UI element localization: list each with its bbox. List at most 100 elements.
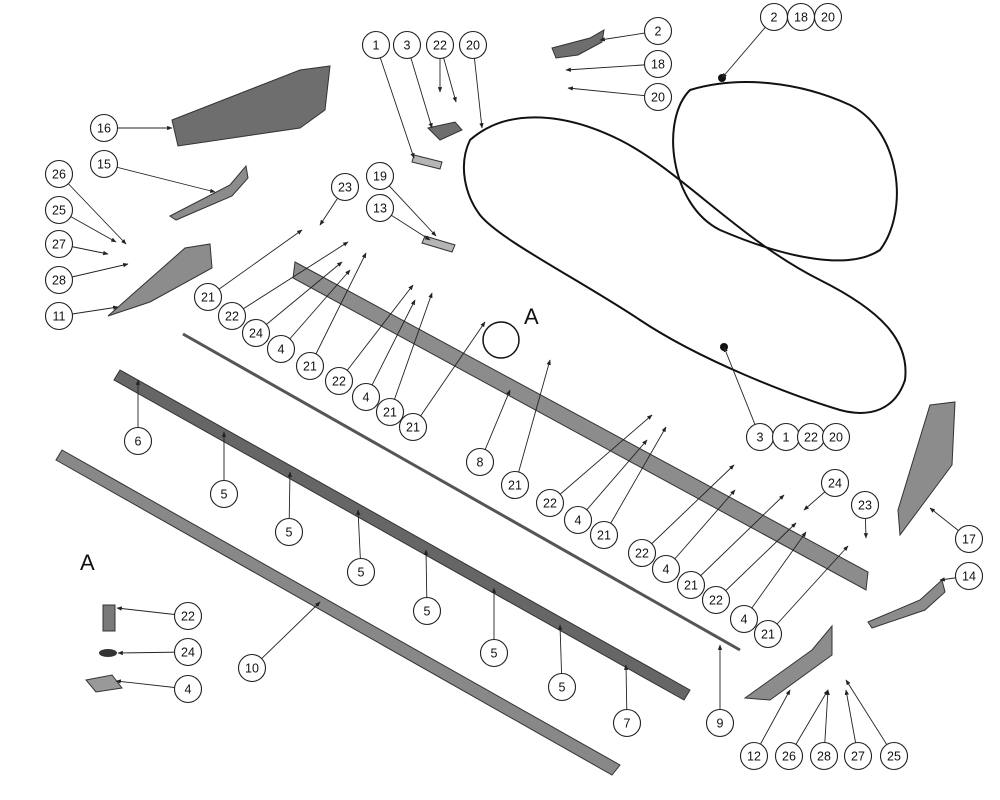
parts-layer (55, 29, 956, 776)
callout-3: 3 (392, 30, 422, 60)
callout-circle (458, 30, 488, 60)
callout-number: 1 (373, 39, 380, 53)
callout-number: 22 (709, 594, 723, 608)
callout-number: 22 (181, 610, 195, 624)
callout-23: 23 (850, 490, 880, 520)
callout-4: 4 (729, 604, 759, 634)
callout-10: 10 (237, 653, 267, 683)
callout-circle (44, 159, 74, 189)
callout-number: 10 (245, 662, 259, 676)
callout-circle (266, 334, 296, 364)
callout-number: 5 (491, 647, 498, 661)
callout-number: 21 (201, 291, 215, 305)
callout-24: 24 (241, 318, 271, 348)
callout-circle (547, 672, 577, 702)
callout-number: 18 (794, 11, 808, 25)
callout-circle (365, 193, 395, 223)
leader-c21d (412, 321, 486, 428)
leader-c22b (231, 241, 349, 317)
callout-4: 4 (266, 334, 296, 364)
callout-number: 4 (741, 613, 748, 627)
callout-circle (44, 265, 74, 295)
part-1-plate (411, 154, 443, 170)
callout-number: 16 (97, 122, 111, 136)
detail-a-marker-circle (482, 321, 520, 359)
leader-c21e (514, 359, 551, 486)
callout-22: 22 (796, 422, 826, 452)
callout-number: 20 (821, 11, 835, 25)
callout-number: 5 (559, 681, 566, 695)
part-11-end-shoe (107, 243, 213, 317)
callout-3: 3 (745, 422, 775, 452)
callout-circle (879, 741, 909, 771)
callout-7: 7 (612, 708, 642, 738)
callout-circle (843, 741, 873, 771)
callout-circle (237, 653, 267, 683)
callout-13: 13 (365, 193, 395, 223)
leader-c21a (207, 229, 303, 298)
callout-number: 7 (624, 717, 631, 731)
callout-21: 21 (375, 397, 405, 427)
callout-number: 28 (52, 274, 66, 288)
callout-number: 26 (782, 750, 796, 764)
callout-22: 22 (173, 601, 203, 631)
callout-4: 4 (563, 505, 593, 535)
leader-c15 (103, 163, 216, 193)
callout-number: 2 (771, 11, 778, 25)
callout-circle (643, 16, 673, 46)
callout-22: 22 (425, 30, 455, 60)
callout-number: 25 (887, 750, 901, 764)
part-8-bar (292, 261, 869, 591)
leader-c22f (641, 464, 735, 554)
callout-23: 23 (330, 172, 360, 202)
callout-number: 27 (851, 750, 865, 764)
callout-circle (295, 351, 325, 381)
leader-c22c (338, 284, 414, 382)
callout-number: 5 (286, 526, 293, 540)
callout-24: 24 (820, 468, 850, 498)
callout-26: 26 (44, 159, 74, 189)
callout-circle (676, 570, 706, 600)
callout-circle (217, 301, 247, 331)
callout-number: 26 (52, 168, 66, 182)
callout-12: 12 (739, 741, 769, 771)
callout-28: 28 (809, 741, 839, 771)
callout-22: 22 (701, 585, 731, 615)
detail-label-a-inset: A (80, 550, 95, 575)
detail-label-a: A (524, 304, 539, 329)
callout-number: 21 (597, 529, 611, 543)
callout-circle (813, 2, 843, 32)
callout-21: 21 (589, 520, 619, 550)
callout-number: 19 (373, 170, 387, 184)
leader-c4b (365, 299, 416, 398)
callout-number: 1 (783, 431, 790, 445)
callout-number: 22 (635, 547, 649, 561)
callout-20: 20 (813, 2, 843, 32)
callout-circle (361, 30, 391, 60)
callout-number: 9 (717, 717, 724, 731)
leader-c21g (690, 494, 785, 586)
leader-c10 (251, 601, 321, 669)
callout-circle (89, 113, 119, 143)
callout-circle (651, 554, 681, 584)
callout-circle (612, 708, 642, 738)
callout-22: 22 (217, 301, 247, 331)
callout-number: 5 (358, 566, 365, 580)
callout-circle (589, 520, 619, 550)
callout-9: 9 (705, 708, 735, 738)
callout-number: 6 (135, 435, 142, 449)
leader-c4c (577, 439, 648, 521)
callout-5: 5 (547, 672, 577, 702)
callout-number: 22 (225, 310, 239, 324)
callout-number: 22 (433, 39, 447, 53)
callout-circle (346, 557, 376, 587)
detail-a-clip (85, 674, 123, 693)
callout-number: 4 (663, 563, 670, 577)
callout-circle (173, 674, 203, 704)
callout-17: 17 (954, 524, 984, 554)
callout-circle (739, 741, 769, 771)
detail-a-washer (99, 649, 117, 657)
leader-c4e (743, 531, 807, 620)
callout-number: 4 (363, 391, 370, 405)
callout-4: 4 (173, 674, 203, 704)
